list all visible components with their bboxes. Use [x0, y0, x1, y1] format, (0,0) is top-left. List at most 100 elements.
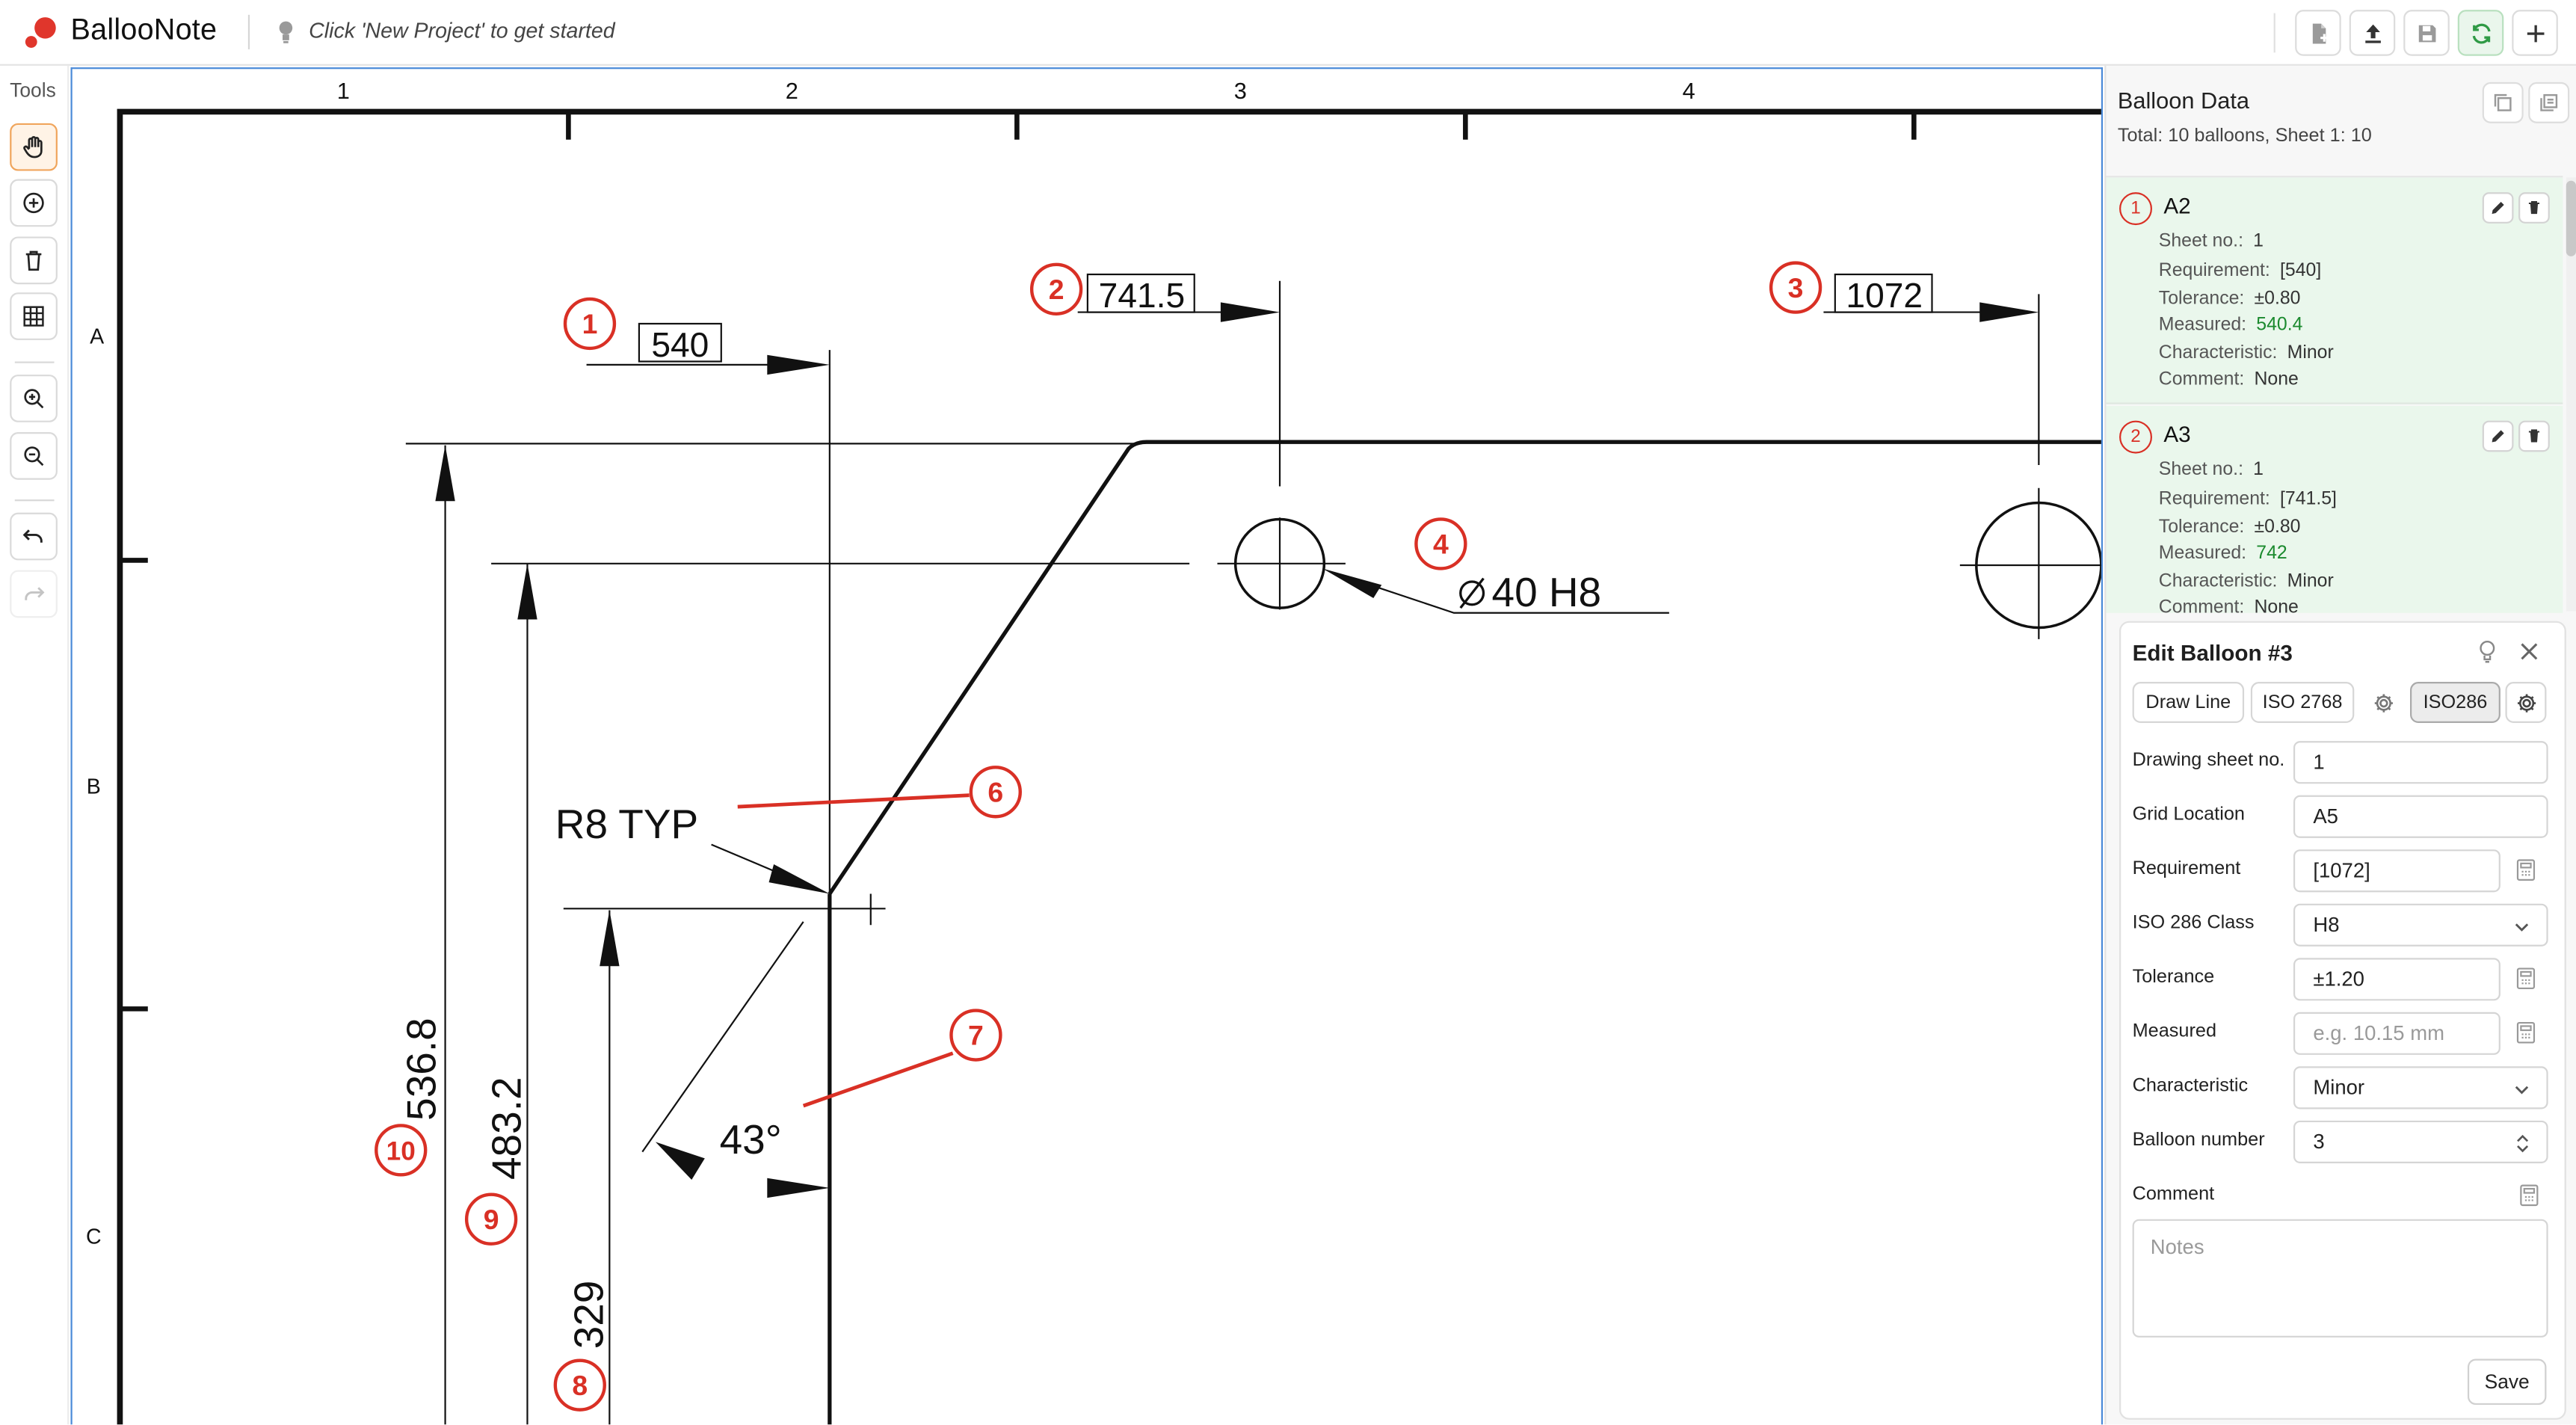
requirement-input[interactable]: [1072]	[2293, 849, 2500, 893]
pan-tool[interactable]	[10, 123, 58, 171]
hint-text: Click 'New Project' to get started	[309, 18, 615, 43]
balloon-location: A3	[2163, 422, 2191, 447]
balloon-number-stepper[interactable]: 3	[2293, 1120, 2548, 1163]
zoom-in-tool[interactable]	[10, 375, 58, 422]
iso-class-select[interactable]: H8	[2293, 903, 2548, 947]
upload-icon	[2364, 23, 2380, 43]
trash-icon	[25, 250, 42, 271]
iso286-settings-button[interactable]	[2505, 682, 2547, 723]
app-title: BallooNote	[70, 13, 218, 46]
delete-button[interactable]	[2518, 192, 2550, 224]
lightbulb-icon[interactable]	[2477, 639, 2497, 664]
calculator-icon[interactable]	[2515, 966, 2537, 991]
svg-text:9: 9	[484, 1204, 499, 1235]
balloon-4[interactable]: 4	[1414, 517, 1467, 570]
requirement-label: Requirement:	[2158, 489, 2270, 510]
iso-2768-settings-button[interactable]	[2362, 682, 2403, 723]
grid-tool[interactable]	[10, 292, 58, 340]
balloon-leaders	[737, 793, 970, 1108]
requirement-value: [741.5]	[2280, 489, 2337, 510]
save-button[interactable]: Save	[2467, 1358, 2547, 1406]
comment-field-label: Comment	[2132, 1184, 2215, 1204]
save-project-button[interactable]	[2403, 10, 2450, 56]
tools-sidebar: Tools	[0, 65, 70, 1425]
copy-button[interactable]	[2482, 81, 2524, 123]
calculator-icon[interactable]	[2515, 858, 2537, 882]
zoom-out-tool[interactable]	[10, 431, 58, 480]
balloon-location: A2	[2163, 194, 2191, 219]
measured-label: Measured:	[2158, 544, 2247, 564]
balloon-card[interactable]: 2 A3 Sheet no.:1 Requirement:[741.5] Tol…	[2106, 405, 2563, 613]
iso286-button[interactable]: ISO286	[2410, 682, 2500, 723]
draw-line-button[interactable]: Draw Line	[2132, 682, 2245, 723]
sheet-row: Sheet no.:1	[2159, 232, 2264, 251]
calculator-icon[interactable]	[2518, 1183, 2540, 1207]
engineering-drawing[interactable]: 1 2 3 4 A B C	[73, 69, 2103, 1425]
row-label: A	[90, 324, 104, 348]
dim-radius: R8 TYP	[555, 801, 698, 847]
balloon-2[interactable]: 2	[1029, 262, 1083, 316]
sheet-input[interactable]: 1	[2293, 741, 2548, 784]
balloon-list[interactable]: 1 A2 Sheet no.:1 Requirement:[540] Toler…	[2106, 176, 2563, 613]
calculator-icon[interactable]	[2515, 1021, 2537, 1045]
redo-tool[interactable]	[10, 570, 58, 618]
new-file-icon	[2311, 22, 2328, 43]
balloon-9[interactable]: 9	[464, 1192, 518, 1246]
stepper-icon[interactable]	[2515, 1133, 2530, 1153]
export-button[interactable]	[2528, 81, 2570, 123]
delete-button[interactable]	[2518, 420, 2550, 452]
delete-tool[interactable]	[10, 236, 58, 285]
iso-2768-button[interactable]: ISO 2768	[2250, 682, 2355, 723]
trash-icon	[2528, 429, 2540, 443]
comment-textarea[interactable]: Notes	[2132, 1219, 2548, 1338]
balloon-10[interactable]: 10	[375, 1124, 428, 1177]
edit-button[interactable]	[2482, 192, 2514, 224]
dimension-lines	[405, 280, 2101, 1425]
close-icon[interactable]	[2518, 641, 2540, 662]
add-circle-icon	[23, 192, 44, 214]
balloon-3[interactable]: 3	[1769, 261, 1822, 314]
scrollbar-track[interactable]	[2566, 177, 2576, 612]
tools-label: Tools	[10, 79, 56, 102]
row-label: C	[86, 1225, 102, 1249]
tolerance-value: ±0.80	[2254, 517, 2301, 538]
top-bar: BallooNote Click 'New Project' to get st…	[0, 0, 2576, 66]
svg-text:4: 4	[1433, 529, 1449, 560]
characteristic-label: Characteristic:	[2158, 571, 2278, 592]
balloon-6[interactable]: 6	[969, 766, 1022, 819]
balloon-7[interactable]: 7	[949, 1009, 1002, 1062]
characteristic-select[interactable]: Minor	[2293, 1066, 2548, 1109]
upload-button[interactable]	[2349, 10, 2396, 56]
balloons[interactable]: 1 2 3 4 6 7 8 9 10	[375, 261, 1822, 1412]
comment-value: None	[2254, 369, 2299, 390]
row-label: B	[87, 775, 101, 798]
drawing-canvas[interactable]: 1 2 3 4 A B C	[70, 67, 2104, 1425]
sync-icon	[2471, 22, 2490, 43]
balloon-card[interactable]: 1 A2 Sheet no.:1 Requirement:[540] Toler…	[2106, 177, 2563, 404]
tolerance-input[interactable]: ±1.20	[2293, 958, 2500, 1001]
balloon-8[interactable]: 8	[553, 1358, 606, 1412]
svg-text:10: 10	[386, 1137, 416, 1166]
dim-540: 540	[651, 325, 709, 364]
col-label: 2	[786, 78, 798, 104]
sync-button[interactable]	[2457, 10, 2504, 56]
requirement-label: Requirement:	[2158, 261, 2270, 281]
svg-text:6: 6	[987, 776, 1003, 807]
edit-button[interactable]	[2482, 420, 2514, 452]
add-project-button[interactable]	[2512, 10, 2558, 56]
add-balloon-tool[interactable]	[10, 179, 58, 227]
undo-tool[interactable]	[10, 512, 58, 561]
copy-icon	[2494, 93, 2512, 111]
characteristic-row: Characteristic:Minor	[2159, 572, 2334, 591]
diameter-symbol-icon	[1459, 577, 1485, 609]
characteristic-row: Characteristic:Minor	[2159, 343, 2334, 363]
measured-input[interactable]: e.g. 10.15 mm	[2293, 1012, 2500, 1055]
grid-location-input[interactable]: A5	[2293, 795, 2548, 838]
measured-label: Measured:	[2158, 315, 2247, 336]
scrollbar-thumb[interactable]	[2566, 180, 2576, 256]
new-file-button[interactable]	[2295, 10, 2341, 56]
balloon-number-badge: 2	[2119, 420, 2152, 454]
balloon-1[interactable]: 1	[563, 297, 617, 351]
measured-value: 540.4	[2256, 315, 2303, 336]
